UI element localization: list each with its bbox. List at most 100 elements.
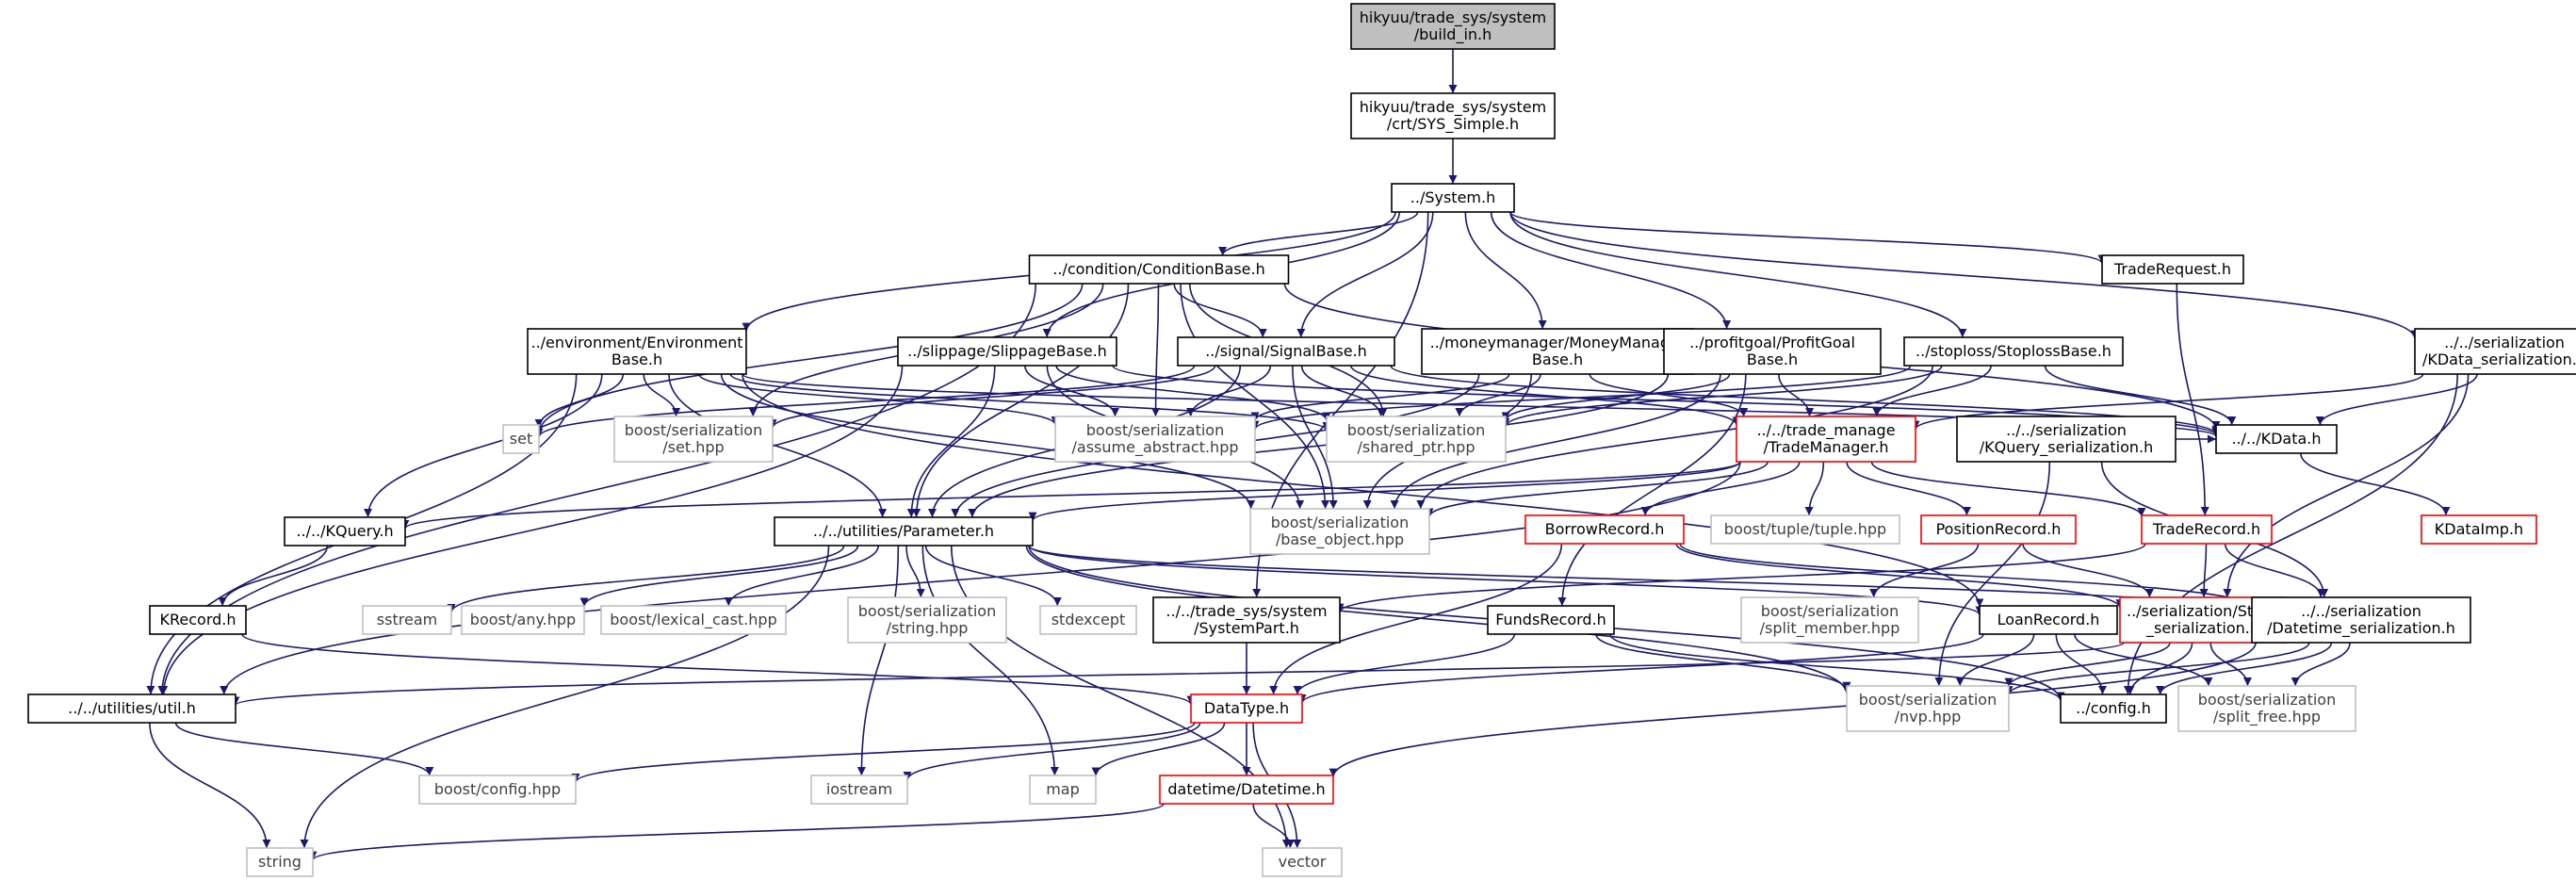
- node-loanrec[interactable]: LoanRecord.h: [1979, 605, 2118, 635]
- node-slbase[interactable]: ../stoploss/StoplossBase.h: [1903, 336, 2124, 367]
- node-label: ../condition/ConditionBase.h: [1052, 260, 1264, 278]
- node-kdata-h[interactable]: ../../KData.h: [2215, 424, 2338, 454]
- node-util-h[interactable]: ../../utilities/util.h: [27, 693, 236, 724]
- node-config-h[interactable]: ../config.h: [2060, 693, 2167, 724]
- node-condbase[interactable]: ../condition/ConditionBase.h: [1028, 254, 1290, 285]
- node-tradereq[interactable]: TradeRequest.h: [2101, 254, 2244, 285]
- node-trademgr[interactable]: ../../trade_manage/TradeManager.h: [1736, 416, 1916, 463]
- edge-fundsrec-to-datatype: [1293, 633, 1516, 695]
- node-label: boost/serialization: [1347, 421, 1485, 439]
- node-traderec[interactable]: TradeRecord.h: [2141, 514, 2273, 545]
- node-box: [1846, 685, 2010, 732]
- node-param-h[interactable]: ../../utilities/Parameter.h: [774, 516, 1034, 547]
- node-box: [1054, 416, 1256, 463]
- edge-slbase-to-trademgr: [1872, 365, 1992, 417]
- node-box: [2414, 328, 2576, 375]
- node-box: [246, 847, 314, 877]
- edge-param-h-to-stdexcept: [924, 545, 1062, 607]
- node-datetime[interactable]: datetime/Datetime.h: [1159, 775, 1334, 805]
- node-box: [2251, 596, 2471, 644]
- node-label: KRecord.h: [160, 611, 236, 628]
- node-box: [1350, 92, 1556, 139]
- node-label: ../profitgoal/ProfitGoal: [1689, 334, 1855, 351]
- edge-util-h-to-string: [149, 722, 271, 849]
- node-box: [1190, 693, 1303, 724]
- edge-param-h-to-lexcast: [724, 545, 880, 607]
- node-label: boost/any.hpp: [470, 611, 576, 628]
- edge-system-h-to-sigbase: [1296, 211, 1434, 338]
- node-label: boost/serialization: [858, 602, 996, 620]
- node-label: /TradeManager.h: [1763, 438, 1888, 456]
- node-kdataimp[interactable]: KDataImp.h: [2421, 514, 2537, 545]
- node-any: boost/any.hpp: [461, 605, 585, 635]
- node-split-free: boost/serialization/split_free.hpp: [2177, 685, 2356, 732]
- node-krecord[interactable]: KRecord.h: [149, 605, 247, 635]
- node-base-obj: boost/serialization/base_object.hpp: [1249, 508, 1430, 555]
- node-kquery-ser[interactable]: ../../serialization/KQuery_serialization…: [1956, 416, 2177, 463]
- edge-condbase-to-sigbase: [1173, 283, 1267, 338]
- node-label: string: [258, 853, 302, 871]
- edge-param-h-to-string: [300, 545, 830, 849]
- edge-envbase-to-base-obj: [720, 373, 1256, 510]
- node-posrec[interactable]: PositionRecord.h: [1920, 514, 2077, 545]
- edge-kdata-ser-to-stock-ser: [2223, 373, 2470, 598]
- edge-system-h-to-slbase: [1509, 211, 1967, 338]
- node-label: sstream: [377, 611, 437, 628]
- node-label: ../../utilities/Parameter.h: [813, 522, 994, 540]
- node-label: ../../serialization: [2006, 421, 2127, 439]
- edge-kdata-h-to-kdataimp: [2300, 452, 2451, 516]
- node-box: [2177, 685, 2356, 732]
- edge-slbase-to-assume-abs: [1250, 365, 1912, 431]
- edge-sigbase-to-boost-set: [768, 365, 1216, 429]
- node-sigbase[interactable]: ../signal/SignalBase.h: [1177, 336, 1395, 367]
- node-label: set: [510, 430, 532, 448]
- node-slipbase[interactable]: ../slippage/SlippageBase.h: [897, 336, 1117, 367]
- node-set: set: [502, 424, 540, 454]
- node-box: [1039, 605, 1137, 635]
- edge-kdata-ser-to-kdata-h: [2315, 373, 2478, 426]
- node-sstream: sstream: [362, 605, 452, 635]
- node-fundsrec[interactable]: FundsRecord.h: [1487, 605, 1615, 635]
- edge-system-h-to-pgbase: [1490, 211, 1732, 330]
- node-label: boost/serialization: [1086, 421, 1224, 439]
- edge-slipbase-to-shared-ptr: [1055, 365, 1331, 421]
- edge-borrowrec-to-dt-ser: [1679, 543, 2257, 609]
- node-box: [2421, 514, 2537, 545]
- node-label: /assume_abstract.hpp: [1072, 438, 1239, 457]
- node-kdata-ser[interactable]: ../../serialization/KData_serialization.…: [2414, 328, 2576, 375]
- edge-traderec-to-syspart: [1335, 543, 2146, 613]
- node-sys-simple[interactable]: hikyuu/trade_sys/system/crt/SYS_Simple.h: [1350, 92, 1556, 139]
- node-box: [418, 775, 577, 805]
- node-build-in[interactable]: hikyuu/trade_sys/system/build_in.h: [1350, 3, 1556, 50]
- node-label: /base_object.hpp: [1276, 530, 1404, 549]
- node-nvp: boost/serialization/nvp.hpp: [1846, 685, 2010, 732]
- edge-mmbase-to-trademgr: [1589, 373, 1749, 417]
- node-vector: vector: [1262, 847, 1343, 877]
- node-kquery-h[interactable]: ../../KQuery.h: [284, 516, 406, 547]
- node-label: /KQuery_serialization.h: [1980, 438, 2153, 457]
- node-box: [27, 693, 236, 724]
- edge-envbase-to-shared-ptr: [729, 373, 1331, 432]
- edge-loanrec-to-datatype: [1297, 633, 1984, 704]
- node-label: ../../trade_sys/system: [1166, 602, 1327, 621]
- node-stdexcept: stdexcept: [1039, 605, 1137, 635]
- node-borrowrec[interactable]: BorrowRecord.h: [1524, 514, 1685, 545]
- node-box: [1524, 514, 1685, 545]
- edge-stock-ser-to-split-free: [2209, 642, 2252, 687]
- edge-system-h-to-mmbase: [1464, 211, 1547, 330]
- edge-pgbase-to-base-obj: [1390, 373, 1721, 510]
- node-datatype[interactable]: DataType.h: [1190, 693, 1303, 724]
- node-box: [1159, 775, 1334, 805]
- node-system-h[interactable]: ../System.h: [1391, 183, 1515, 213]
- edge-envbase-to-boost-set: [643, 373, 681, 417]
- node-dt-ser[interactable]: ../../serialization/Datetime_serializati…: [2251, 596, 2471, 644]
- node-syspart[interactable]: ../../trade_sys/system/SystemPart.h: [1152, 596, 1341, 644]
- edge-trademgr-to-param-h: [1028, 461, 1741, 522]
- edge-param-h-to-iostream: [856, 545, 900, 776]
- node-label: stdexcept: [1052, 611, 1126, 628]
- node-label: /string.hpp: [887, 619, 969, 637]
- node-box: [1152, 596, 1341, 644]
